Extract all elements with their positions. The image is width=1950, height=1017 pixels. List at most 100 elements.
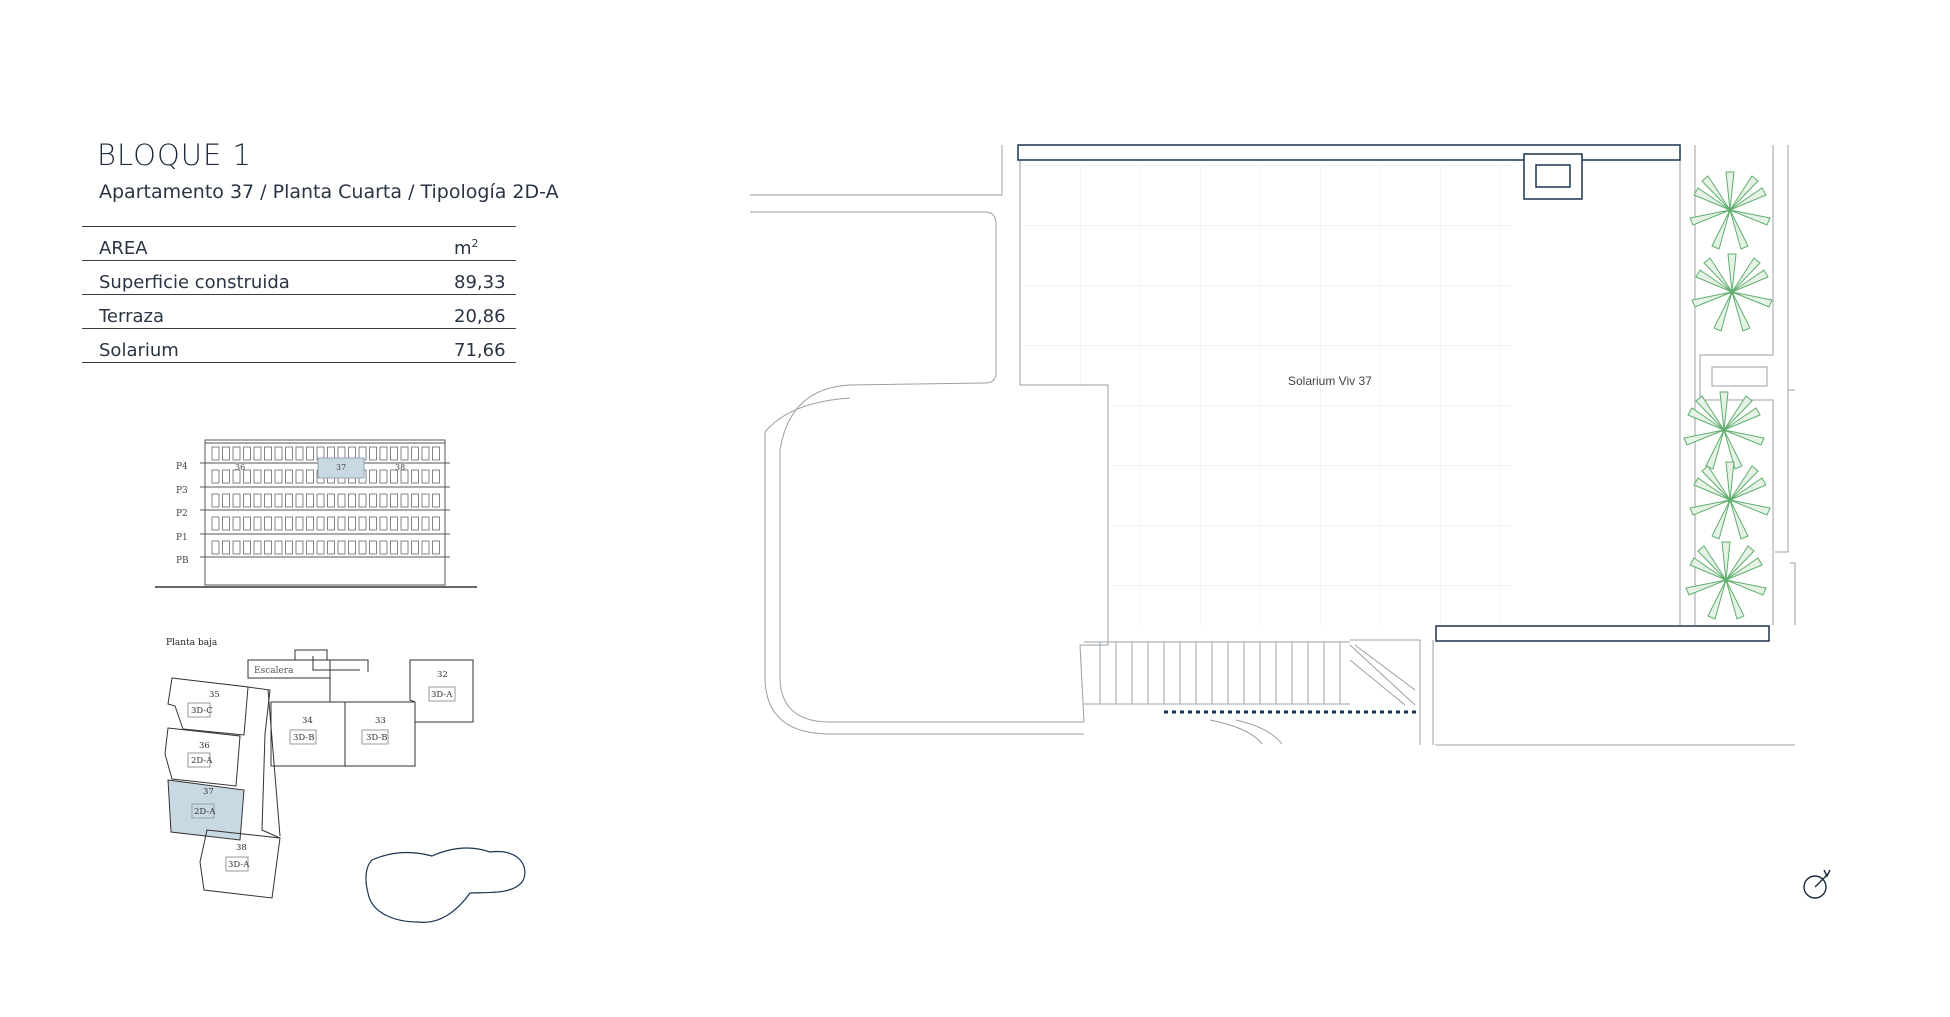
- page-title: BLOQUE 1: [97, 138, 252, 172]
- window: [421, 469, 430, 484]
- window: [306, 469, 314, 484]
- window: [348, 516, 356, 531]
- window: [264, 493, 272, 508]
- window: [222, 469, 230, 484]
- window: [232, 469, 241, 484]
- unit-type: 2D-A: [194, 807, 216, 817]
- table-row: Solarium 71,66: [82, 328, 516, 363]
- window: [390, 493, 398, 508]
- window: [400, 469, 409, 484]
- row-value: 71,66: [454, 328, 516, 363]
- palm-icon: [1689, 171, 1771, 250]
- window: [264, 469, 272, 484]
- window: [327, 493, 335, 508]
- window: [369, 493, 377, 508]
- window: [411, 469, 419, 484]
- area-table: AREA m2 Superficie construida 89,33 Terr…: [82, 226, 516, 363]
- highlighted-unit: [317, 457, 365, 479]
- unit-label: 36: [235, 463, 245, 472]
- window: [274, 516, 283, 531]
- window: [379, 516, 388, 531]
- window: [232, 493, 241, 508]
- floor-label: P3: [176, 486, 188, 496]
- window: [369, 446, 377, 461]
- window: [432, 446, 440, 461]
- window: [348, 493, 356, 508]
- window: [306, 516, 314, 531]
- window: [274, 446, 283, 461]
- window: [337, 540, 346, 555]
- window: [306, 540, 314, 555]
- row-label: Terraza: [82, 294, 454, 329]
- page-subtitle: Apartamento 37 / Planta Cuarta / Tipolog…: [99, 181, 559, 203]
- window: [211, 540, 220, 555]
- floor-plan: Solarium Viv 37: [750, 144, 1796, 746]
- window: [390, 446, 398, 461]
- room-label: Solarium Viv 37: [1288, 374, 1372, 388]
- window: [253, 516, 262, 531]
- window: [432, 540, 440, 555]
- unit-type: 3D-B: [293, 733, 315, 743]
- unit-type: 3D-C: [191, 706, 213, 716]
- window: [411, 540, 419, 555]
- unit-num: 34: [302, 716, 313, 726]
- window: [400, 493, 409, 508]
- unit-num: 35: [209, 690, 220, 700]
- window: [243, 469, 251, 484]
- key-title: Planta baja: [166, 638, 218, 648]
- window: [421, 516, 430, 531]
- row-label: Superficie construida: [82, 260, 454, 295]
- window: [295, 516, 304, 531]
- unit-type: 3D-A: [228, 860, 250, 870]
- window: [243, 493, 251, 508]
- palm-icon: [1683, 391, 1765, 470]
- window: [421, 540, 430, 555]
- pool-outline: [365, 847, 526, 923]
- area-header-unit: m2: [454, 226, 516, 261]
- window: [285, 516, 293, 531]
- window: [358, 516, 367, 531]
- unit-label: 38: [395, 463, 405, 472]
- compass-icon: [1803, 869, 1831, 899]
- window: [432, 493, 440, 508]
- window: [316, 516, 325, 531]
- unit-num: 32: [437, 670, 448, 680]
- window: [222, 540, 230, 555]
- area-header-label: AREA: [82, 226, 454, 261]
- window: [358, 493, 367, 508]
- window: [421, 493, 430, 508]
- building-elevation: P4 P3 P2 P1 PB 36 37 38: [155, 439, 477, 588]
- window: [222, 446, 230, 461]
- window: [253, 469, 262, 484]
- unit-type: 2D-A: [191, 756, 213, 766]
- window: [390, 469, 398, 484]
- unit-num: 36: [199, 741, 210, 751]
- window: [253, 493, 262, 508]
- window: [411, 493, 419, 508]
- window: [411, 446, 419, 461]
- window: [232, 516, 241, 531]
- window: [327, 540, 335, 555]
- window: [285, 469, 293, 484]
- floor-label: P1: [176, 533, 188, 543]
- window: [243, 516, 251, 531]
- window: [379, 446, 388, 461]
- window: [264, 516, 272, 531]
- window: [264, 446, 272, 461]
- window: [400, 516, 409, 531]
- floor-label: P2: [176, 509, 188, 519]
- window: [432, 516, 440, 531]
- window: [306, 493, 314, 508]
- window: [348, 540, 356, 555]
- window: [316, 540, 325, 555]
- window: [285, 493, 293, 508]
- window: [337, 493, 346, 508]
- window: [379, 469, 388, 484]
- window: [253, 446, 262, 461]
- window: [253, 540, 262, 555]
- window: [285, 540, 293, 555]
- window: [295, 469, 304, 484]
- unit-num: 33: [375, 716, 386, 726]
- unit-num: 37: [203, 787, 214, 797]
- window: [274, 469, 283, 484]
